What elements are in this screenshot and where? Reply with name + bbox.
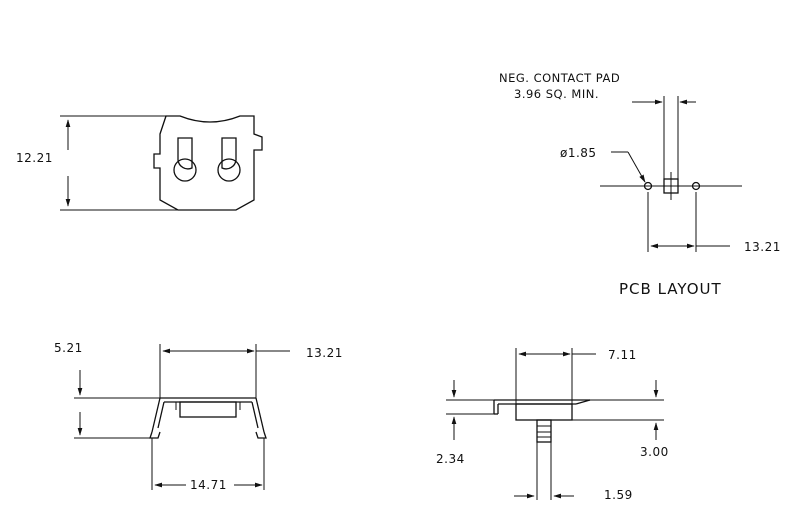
side-body — [515, 403, 573, 421]
side-width-label: 7.11 — [608, 348, 637, 362]
side-pin-depth-label: 2.34 — [436, 452, 465, 466]
front-width-bottom-label: 14.71 — [190, 478, 227, 492]
front-view: 5.21 13.21 14.71 — [54, 341, 343, 492]
front-height-label: 5.21 — [54, 341, 83, 355]
right-hole — [691, 181, 701, 191]
contact-pad — [663, 178, 679, 194]
hole-diameter-label: ø1.85 — [560, 146, 597, 160]
side-pin-length-label: 3.00 — [640, 445, 669, 459]
left-contact — [173, 137, 197, 182]
contact-pad-note-line1: NEG. CONTACT PAD — [499, 71, 620, 85]
front-clip — [179, 401, 237, 418]
contact-pad-note-line2: 3.96 SQ. MIN. — [514, 87, 599, 101]
left-hole — [643, 181, 653, 191]
pcb-layout-title: PCB LAYOUT — [619, 280, 722, 298]
side-pin-width-label: 1.59 — [604, 488, 633, 502]
pcb-spacing-label: 13.21 — [744, 240, 781, 254]
top-view: 12.21 — [16, 115, 263, 211]
pcb-layout: NEG. CONTACT PAD 3.96 SQ. MIN. ø1.85 13.… — [499, 71, 781, 298]
top-view-height-label: 12.21 — [16, 151, 53, 165]
right-contact — [217, 137, 241, 182]
side-view: 7.11 2.34 3.00 1.59 — [436, 348, 669, 502]
side-pin — [536, 419, 552, 443]
holder-outline — [153, 115, 263, 211]
front-width-top-label: 13.21 — [306, 346, 343, 360]
